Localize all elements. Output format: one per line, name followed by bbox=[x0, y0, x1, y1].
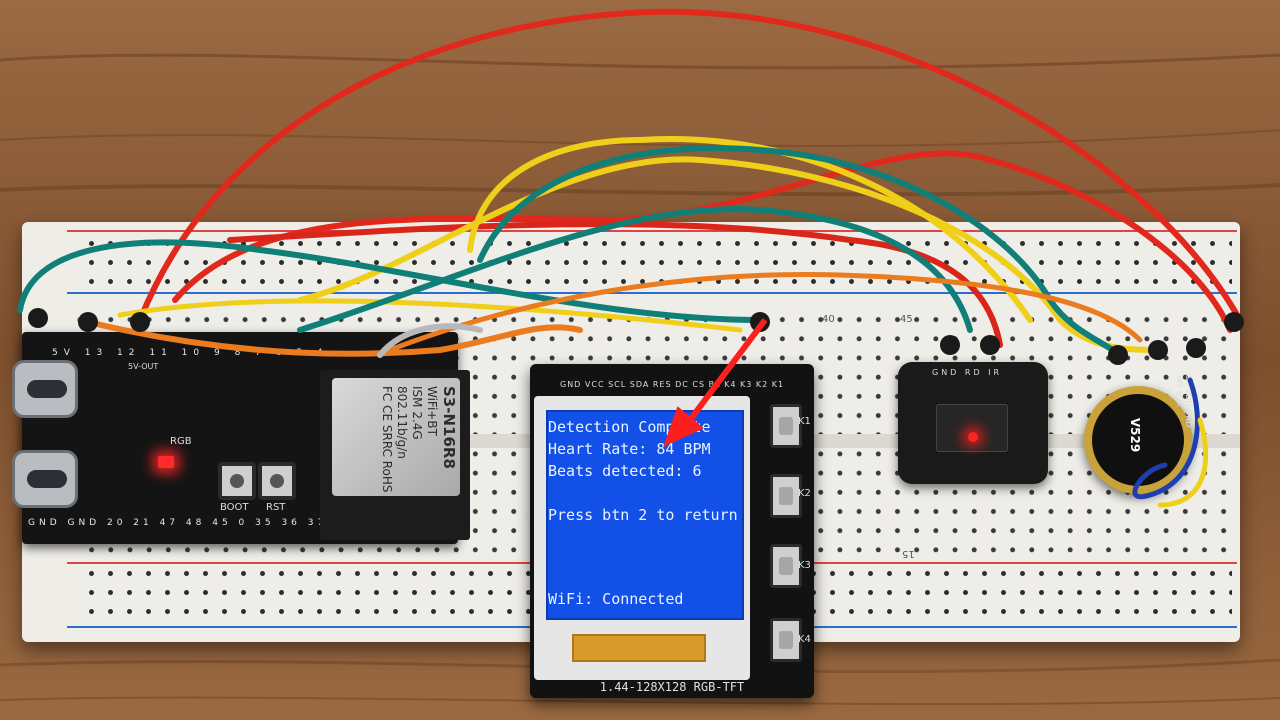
esp32-bottom-pin-labels: GND GND 20 21 47 48 45 0 35 36 37 38 39 … bbox=[28, 518, 586, 528]
tft-key-label: K3 bbox=[798, 560, 811, 571]
tft-ribbon-cable bbox=[572, 634, 706, 662]
reset-button[interactable] bbox=[258, 462, 296, 500]
esp32-top-pin-labels: 5V 13 12 11 10 9 8 7 6 5 4 bbox=[52, 348, 329, 358]
sensor-red-led bbox=[968, 432, 978, 442]
module-text-line: WiFi+BT bbox=[425, 386, 440, 436]
module-text-line: FC CE SRRC RoHS bbox=[380, 386, 395, 493]
heart-rate-sensor-board: GND RD IR bbox=[898, 362, 1048, 484]
tft-line-beats: Beats detected: 6 bbox=[548, 462, 702, 480]
tft-key-2[interactable] bbox=[770, 474, 802, 518]
boot-label: BOOT bbox=[220, 502, 249, 513]
tft-line-status: Detection Complete bbox=[548, 418, 711, 436]
module-text-line: ISM 2.4G 802.11b/g/n bbox=[395, 386, 425, 459]
esp32-module: S3-N16R8 WiFi+BT ISM 2.4G 802.11b/g/n FC… bbox=[320, 370, 470, 540]
rail-line-blue-top bbox=[67, 292, 1237, 294]
tft-line-heart-rate: Heart Rate: 84 BPM bbox=[548, 440, 711, 458]
column-number: 45 bbox=[900, 314, 913, 325]
esp32-s3-board: 5V 13 12 11 10 9 8 7 6 5 4 GND GND 20 21… bbox=[12, 332, 581, 544]
microphone-module: V529 SD VDD GND WS SCK bbox=[1084, 375, 1193, 494]
tft-key-label: K2 bbox=[798, 488, 811, 499]
sensor-chip bbox=[936, 404, 1008, 452]
column-number: 40 bbox=[822, 314, 835, 325]
tft-pin-labels: GND VCC SCL SDA RES DC CS BL K4 K3 K2 K1 bbox=[560, 380, 785, 389]
column-number: 15 bbox=[902, 548, 915, 559]
tft-key-1[interactable] bbox=[770, 404, 802, 448]
rail-line-red-top bbox=[67, 230, 1237, 232]
usb-c-port-1 bbox=[12, 360, 78, 418]
tft-display-board: GND VCC SCL SDA RES DC CS BL K4 K3 K2 K1… bbox=[530, 364, 814, 698]
tft-key-label: K1 bbox=[798, 416, 811, 427]
tft-key-label: K4 bbox=[798, 634, 811, 645]
tft-screen: Detection Complete Heart Rate: 84 BPM Be… bbox=[546, 410, 744, 620]
power-rail-top bbox=[82, 234, 1232, 292]
tft-key-4[interactable] bbox=[770, 618, 802, 662]
tft-key-3[interactable] bbox=[770, 544, 802, 588]
tft-model-label: 1.44-128X128 RGB-TFT bbox=[599, 680, 745, 694]
rgb-label: RGB bbox=[170, 436, 192, 447]
power-led bbox=[158, 456, 174, 468]
module-text: S3-N16R8 WiFi+BT ISM 2.4G 802.11b/g/n FC… bbox=[379, 386, 458, 506]
boot-button[interactable] bbox=[218, 462, 256, 500]
mic-label: V529 bbox=[1128, 417, 1143, 453]
sensor-pin-labels: GND RD IR bbox=[932, 368, 1003, 377]
rst-label: RST bbox=[266, 502, 286, 513]
module-shield: S3-N16R8 WiFi+BT ISM 2.4G 802.11b/g/n FC… bbox=[332, 378, 460, 496]
usb-c-port-2 bbox=[12, 450, 78, 508]
module-title: S3-N16R8 bbox=[440, 386, 458, 469]
mic-pin-labels: SD VDD GND WS SCK bbox=[1175, 375, 1193, 428]
output-label: 5V-OUT bbox=[128, 362, 159, 371]
tft-line-instruction: Press btn 2 to return bbox=[548, 506, 738, 524]
tft-line-wifi: WiFi: Connected bbox=[548, 590, 684, 608]
